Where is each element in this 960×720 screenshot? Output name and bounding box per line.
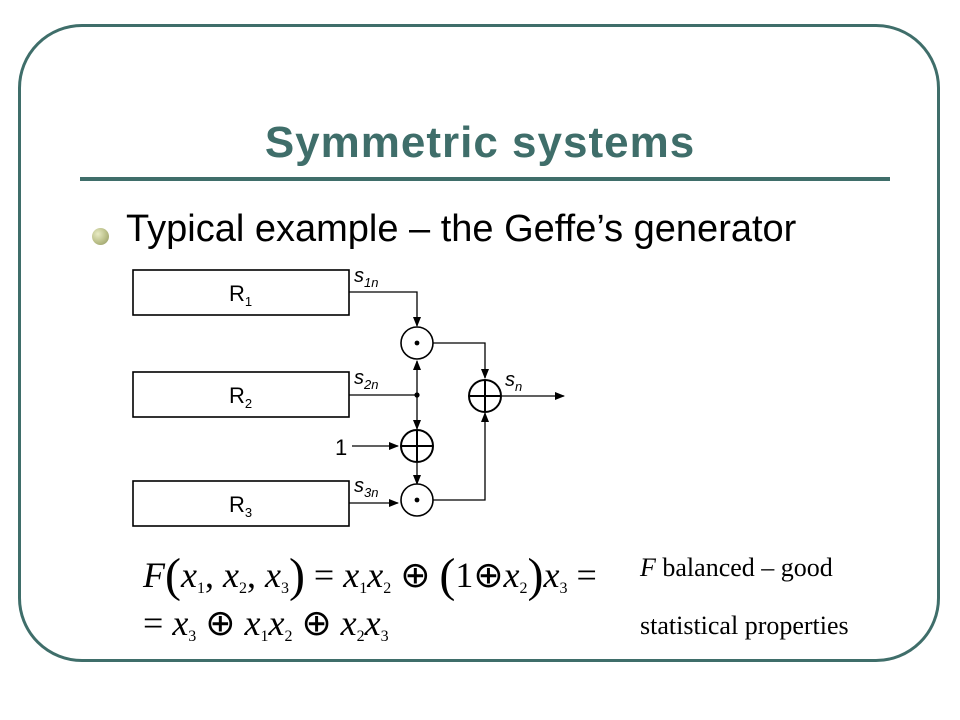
bullet-icon	[92, 228, 109, 245]
register-r2	[132, 371, 350, 418]
bullet-text: Typical example – the Geffe’s generator	[126, 208, 797, 250]
register-r1	[132, 269, 350, 316]
note-balanced: F balanced – good	[640, 553, 833, 582]
register-r3-label: R3	[229, 492, 252, 520]
signal-label-s1n: s1n	[354, 265, 378, 290]
xor-gate-middle	[400, 429, 434, 463]
xor-gate-output	[468, 379, 502, 413]
and-gate-bottom	[400, 483, 434, 517]
junction-dot	[414, 392, 420, 398]
register-r2-label: R2	[229, 383, 252, 411]
slide-title: Symmetric systems	[264, 118, 696, 167]
title-underline	[80, 177, 890, 181]
signal-label-s2n: s2n	[354, 367, 378, 392]
and-gate-top	[400, 326, 434, 360]
signal-label-sn: sn	[505, 369, 522, 394]
signal-label-s3n: s3n	[354, 475, 378, 500]
formula-line-1: F(x1, x2, x3) = x1x2 ⊕ (1⊕x2)x3 =	[143, 549, 597, 602]
slide-frame	[18, 24, 940, 662]
wiring	[349, 291, 565, 507]
formula-line-2: = x3 ⊕ x1x2 ⊕ x2x3	[143, 603, 389, 645]
constant-one-label: 1	[335, 435, 347, 460]
note-statistical: statistical properties	[640, 611, 849, 640]
register-r1-label: R1	[229, 281, 252, 309]
